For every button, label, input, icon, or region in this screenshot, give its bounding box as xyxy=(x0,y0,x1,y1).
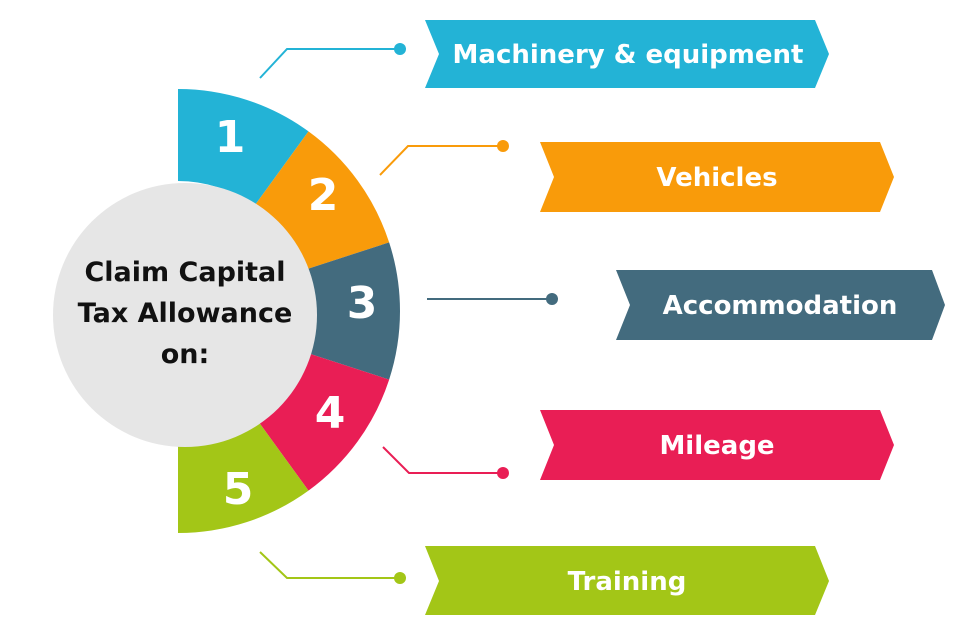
center-line-2: Tax Allowance xyxy=(78,298,293,329)
connector-dot-4 xyxy=(497,467,509,479)
banner-label-mileage: Mileage xyxy=(659,431,774,461)
segment-5 xyxy=(178,416,309,533)
banner-mileage xyxy=(540,410,894,480)
banner-vehicles xyxy=(540,142,894,212)
connector-dot-1 xyxy=(394,43,406,55)
segment-number-5: 5 xyxy=(223,464,254,515)
connector-dot-3 xyxy=(546,293,558,305)
connector-5 xyxy=(259,551,400,579)
segment-number-2: 2 xyxy=(308,170,339,221)
banner-accommodation xyxy=(616,270,945,340)
connector-dot-5 xyxy=(394,572,406,584)
segment-number-3: 3 xyxy=(347,278,378,329)
segment-1 xyxy=(178,89,309,206)
banner-label-accommodation: Accommodation xyxy=(663,291,898,321)
connector-4 xyxy=(382,446,503,474)
connector-1 xyxy=(259,48,400,79)
banner-label-training: Training xyxy=(568,567,687,597)
center-line-1: Claim Capital xyxy=(84,257,285,288)
banner-training xyxy=(425,546,829,615)
segment-number-1: 1 xyxy=(215,112,246,163)
segment-number-4: 4 xyxy=(315,388,346,439)
banner-label-machinery: Machinery & equipment xyxy=(453,40,804,70)
segment-3 xyxy=(301,242,400,380)
center-circle xyxy=(53,183,317,447)
connector-dot-2 xyxy=(497,140,509,152)
center-line-3: on: xyxy=(161,339,210,370)
banner-machinery xyxy=(425,20,829,88)
banner-label-vehicles: Vehicles xyxy=(656,163,777,193)
connector-2 xyxy=(379,145,503,176)
